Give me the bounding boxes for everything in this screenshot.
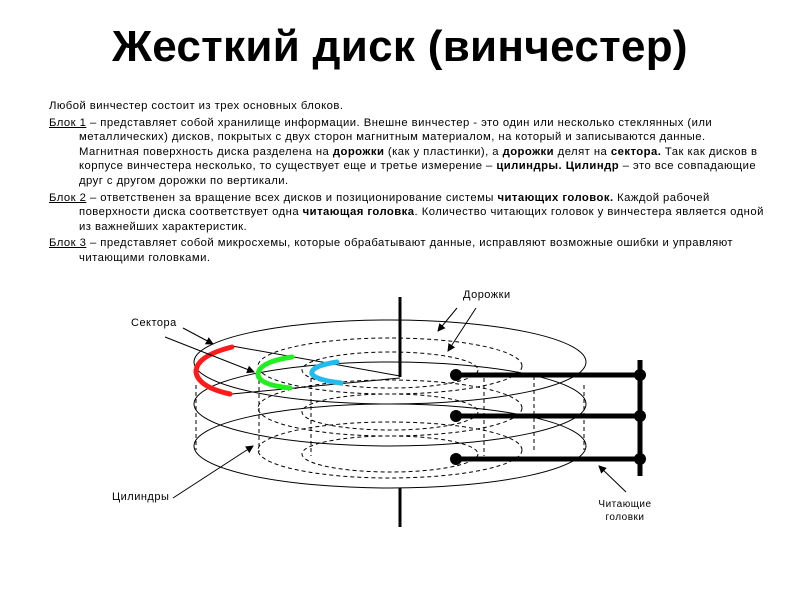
block2-label: Блок 2 xyxy=(49,191,87,204)
tracks-arrow-2 xyxy=(447,307,477,352)
sectors-arrow-2 xyxy=(164,336,255,374)
platter-middle-outline xyxy=(193,361,587,447)
label-tracks: Дорожки xyxy=(463,289,511,301)
block2-text: . Количество читающих головок у винчесте… xyxy=(79,206,764,233)
block2-text: – ответственен за вращение всех дисков и… xyxy=(86,191,498,204)
label-read-heads-line1: Читающие xyxy=(598,499,652,510)
read-heads xyxy=(456,360,643,476)
block3-label: Блок 3 xyxy=(49,237,87,250)
sector-arc-outer xyxy=(193,344,235,397)
term-sectors: сектора. xyxy=(610,145,662,158)
annotation-arrows xyxy=(164,307,627,499)
term-read-heads: читающих головок. xyxy=(497,191,614,204)
tracks xyxy=(257,337,523,479)
platters xyxy=(193,319,587,489)
label-read-heads: Читающие головки xyxy=(598,498,652,524)
block3-paragraph: Блок 3 – представляет собой микросхемы, … xyxy=(49,236,769,265)
block1-paragraph: Блок 1 – представляет собой хранилище ин… xyxy=(49,116,769,189)
block1-text: делят на xyxy=(554,145,611,158)
block2-paragraph: Блок 2 – ответственен за вращение всех д… xyxy=(49,191,769,235)
cylinders-arrow xyxy=(172,445,254,499)
block2-text: Каждой рабочей поверхности диска соответ… xyxy=(79,191,710,219)
label-read-heads-line2: головки xyxy=(605,512,645,523)
block1-text: Так как дисков в корпусе винчестера неск… xyxy=(79,145,758,173)
sector-lines xyxy=(231,345,401,395)
block1-text: – это все совпадающие друг с другом доро… xyxy=(79,160,757,187)
block1-label: Блок 1 xyxy=(49,116,87,129)
sectors-arrow-1 xyxy=(182,327,214,345)
label-sectors: Сектора xyxy=(131,317,177,329)
heads-arrow xyxy=(598,465,627,493)
term-tracks: дорожки xyxy=(502,145,555,158)
term-cylinders: цилиндры. Цилиндр xyxy=(496,160,620,173)
term-tracks: дорожки xyxy=(332,145,385,158)
term-read-head: читающая головка xyxy=(302,206,415,219)
sector-arc-middle xyxy=(255,354,295,391)
platter-bottom-outline xyxy=(193,403,587,489)
slide-body: Любой винчестер состоит из трех основных… xyxy=(49,99,769,266)
slide-title: Жесткий диск (винчестер) xyxy=(112,22,688,71)
intro-paragraph: Любой винчестер состоит из трех основных… xyxy=(49,100,344,112)
block1-text: – представляет собой хранилище информаци… xyxy=(79,116,713,158)
sector-arc-inner xyxy=(309,359,344,386)
tracks-arrow-1 xyxy=(437,307,458,332)
read-head-dots xyxy=(450,369,646,465)
block3-text: – представляет собой микросхемы, которые… xyxy=(79,237,734,264)
block1-text: (как у пластинки), а xyxy=(384,145,503,158)
label-cylinders: Цилиндры xyxy=(112,491,170,503)
